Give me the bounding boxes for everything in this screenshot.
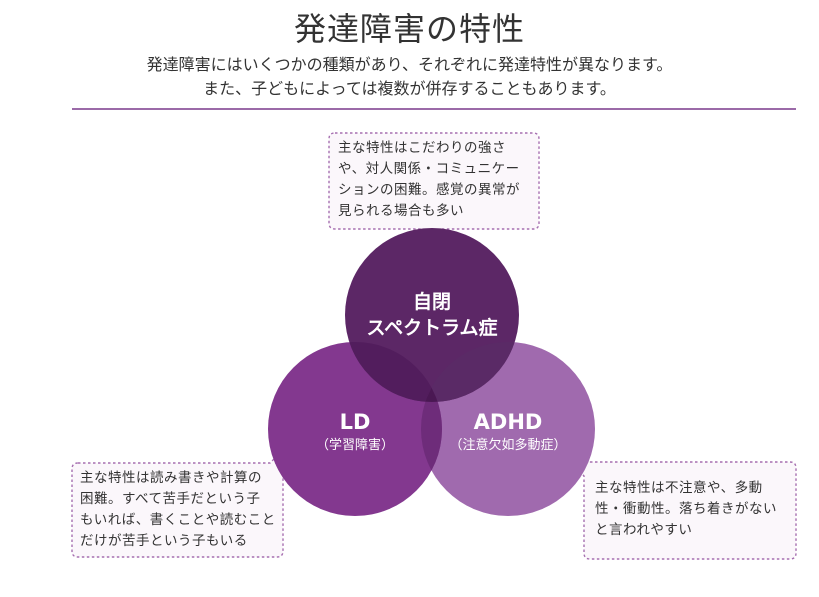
asd-circle-label: 自閉 スペクトラム症: [342, 289, 522, 341]
asd-label-line2: スペクトラム症: [366, 317, 498, 339]
asd-callout-line: 見られる場合も多い: [338, 203, 464, 219]
ld-callout-text: 主な特性は読み書きや計算の 困難。すべて苦手だという子 もいれば、書くことや読む…: [80, 468, 276, 552]
adhd-label-line2: （注意欠如多動症）: [449, 438, 567, 453]
ld-circle-label: LD （学習障害）: [275, 409, 435, 457]
asd-callout-line: 主な特性はこだわりの強さ: [338, 140, 506, 156]
ld-label-line1: LD: [339, 410, 371, 434]
asd-adhd-overlap: [421, 342, 519, 402]
asd-callout-line: ションの困難。感覚の異常が: [338, 182, 520, 198]
asd-callout-text: 主な特性はこだわりの強さ や、対人関係・コミュニケー ションの困難。感覚の異常が…: [338, 138, 520, 222]
asd-ld-overlap: [345, 342, 442, 402]
subtitle-line-2: また、子どもによっては複数が併存することもあります。: [203, 79, 616, 98]
ld-callout-line: もいれば、書くことや読むこと: [80, 512, 276, 528]
page-title: 発達障害の特性: [293, 10, 525, 48]
adhd-callout-line: 主な特性は不注意や、多動: [595, 480, 763, 496]
adhd-callout-line: と言われやすい: [595, 522, 693, 538]
adhd-callout-line: 性・衝動性。落ち着きがない: [595, 501, 777, 517]
adhd-callout-text: 主な特性は不注意や、多動 性・衝動性。落ち着きがない と言われやすい: [595, 478, 777, 541]
asd-callout-line: や、対人関係・コミュニケー: [338, 161, 520, 177]
adhd-label-line1: ADHD: [473, 410, 543, 434]
ld-callout-line: 主な特性は読み書きや計算の: [80, 470, 262, 486]
subtitle-line-1: 発達障害にはいくつかの種類があり、それぞれに発達特性が異なります。: [146, 55, 673, 74]
ld-label-line2: （学習障害）: [315, 438, 394, 453]
ld-callout-line: 困難。すべて苦手だという子: [80, 491, 261, 507]
asd-label-line1: 自閉: [412, 291, 451, 313]
divider-rule: [72, 108, 796, 110]
adhd-callout-bubble: [571, 461, 797, 560]
adhd-circle-label: ADHD （注意欠如多動症）: [428, 409, 588, 457]
ld-callout-line: だけが苦手という子もいる: [80, 533, 248, 549]
